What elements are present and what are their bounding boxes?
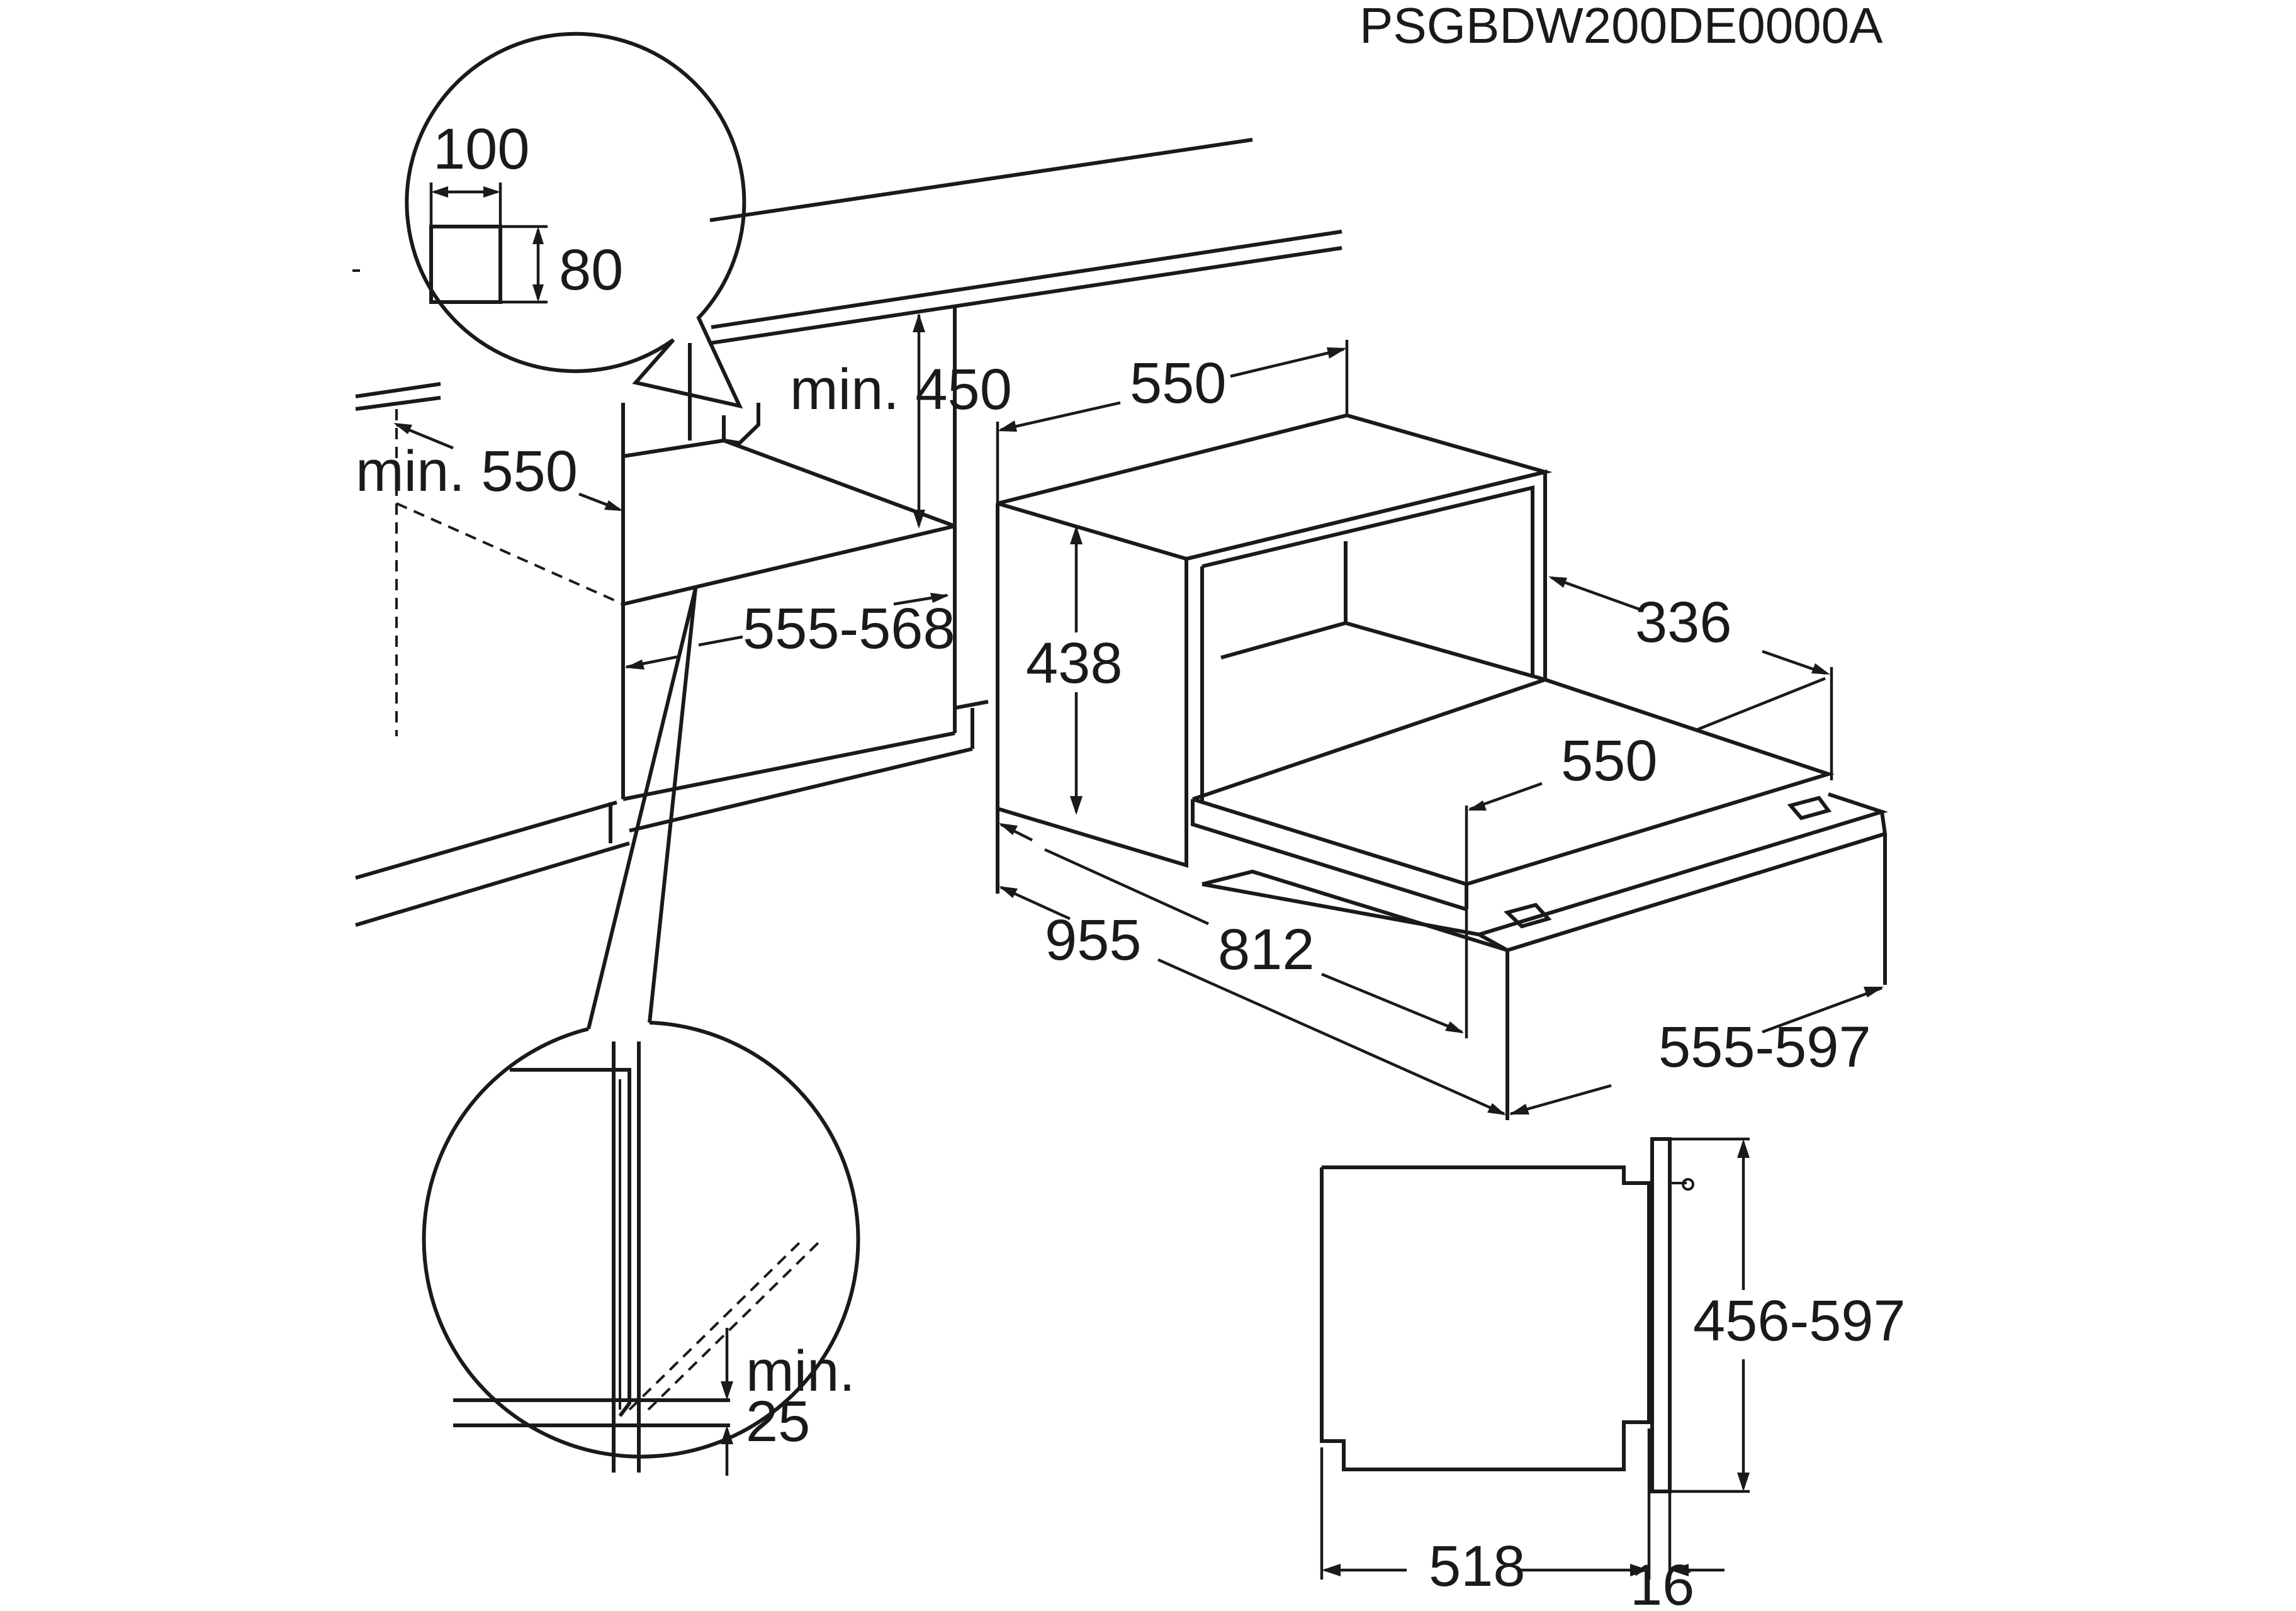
min-depth-label: min. 550: [356, 439, 578, 503]
appliance-dimensions: 550 438 336 550 955 812: [996, 340, 1884, 1116]
body-depth-label: 336: [1635, 590, 1732, 654]
clearance-value-label: 25: [746, 1389, 810, 1454]
front-panel-side: [1650, 1137, 1672, 1493]
document-code: PSGBDW200DE0000A: [1359, 0, 1883, 53]
height-label: 438: [1026, 631, 1123, 695]
vent-opening: [429, 225, 502, 304]
clearance-min-label: min.: [746, 1339, 855, 1403]
front-thickness-label: 16: [1630, 1553, 1694, 1611]
front-width-label: 555-597: [1658, 1015, 1871, 1079]
total-depth-label: 955: [1045, 908, 1142, 972]
height-label-bg: [1026, 632, 1127, 692]
front-height-label: 456-597: [1693, 1289, 1906, 1353]
body-depth-side-label: 518: [1429, 1534, 1526, 1598]
clearance-detail-bubble: min. 25: [422, 1021, 860, 1476]
vent-detail-bubble: 100 80: [405, 31, 746, 409]
top-width-label: 550: [1130, 351, 1227, 415]
side-view: 456-597 518 16: [1320, 1137, 1906, 1611]
drawer-depth-label: 812: [1218, 918, 1315, 982]
kitchen-niche: [352, 138, 1342, 927]
vent-width-label: 100: [433, 117, 530, 181]
min-height-above-label: min. 450: [790, 357, 1012, 422]
niche-dimensions: min. 450 min. 550 555-568: [356, 313, 1012, 670]
detail-leader: [587, 588, 697, 1030]
appliance-unit: [996, 413, 1888, 1120]
niche-width-label: 555-568: [743, 597, 955, 661]
drawer-width-label: 550: [1561, 729, 1658, 793]
vent-height-label: 80: [559, 238, 623, 302]
